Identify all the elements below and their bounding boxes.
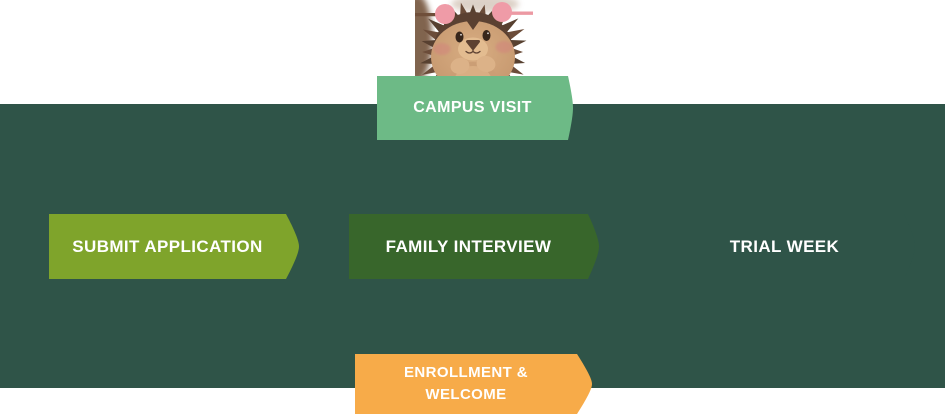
hedgehog-cheeks (433, 41, 513, 55)
hedgehog-forelock (466, 20, 480, 30)
step-enrollment-welcome[interactable]: ENROLLMENT & WELCOME (355, 354, 592, 414)
step-family-interview[interactable]: FAMILY INTERVIEW (349, 214, 599, 279)
step-trial-week-label: TRIAL WEEK (729, 236, 840, 256)
hedgehog-nose (466, 40, 480, 50)
step-campus-visit-label: CAMPUS VISIT (413, 99, 532, 116)
step-campus-visit[interactable]: CAMPUS VISIT (377, 76, 573, 140)
hedgehog-eyes (455, 30, 491, 43)
hedgehog-ears (435, 2, 512, 24)
twig-right (505, 11, 533, 15)
hedgehog-mouth (465, 46, 481, 54)
step-family-interview-label: FAMILY INTERVIEW (385, 236, 552, 256)
step-submit-application[interactable]: SUBMIT APPLICATION (49, 214, 299, 279)
step-enrollment-welcome-label: ENROLLMENT & WELCOME (404, 364, 528, 403)
step-submit-application-label: SUBMIT APPLICATION (72, 236, 263, 256)
step-trial-week[interactable]: TRIAL WEEK (665, 214, 915, 279)
